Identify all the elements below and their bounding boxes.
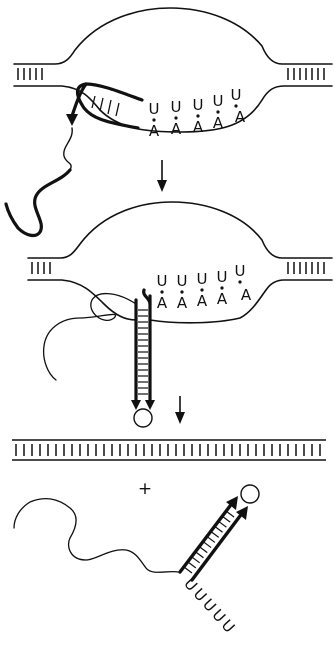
step-arrow-2 bbox=[175, 396, 185, 424]
a-base: A bbox=[149, 122, 160, 140]
panel-2-rna-thin-strand bbox=[44, 294, 136, 380]
panel-3-hairpin-ticks bbox=[184, 511, 234, 573]
a-base: A bbox=[213, 114, 224, 132]
a-base: A bbox=[171, 120, 182, 138]
u-base: U bbox=[213, 92, 224, 110]
panel-1-rna-loop bbox=[64, 128, 72, 170]
a-base: A bbox=[241, 286, 252, 304]
u-base: U bbox=[149, 100, 160, 118]
panel-2-hairpin-formed: U U U U U A A A A A bbox=[28, 202, 332, 427]
panel-3-released-products: + U U U U U bbox=[12, 440, 326, 636]
panel-3-dna-ticks bbox=[16, 444, 320, 456]
panel-3-hairpin-loop bbox=[241, 485, 259, 503]
plus-sign: + bbox=[138, 479, 152, 499]
a-base: A bbox=[197, 292, 208, 310]
panel-2-dna-top-strand bbox=[28, 202, 332, 258]
panel-1-right-ticks bbox=[288, 68, 324, 80]
panel-1-arrowhead bbox=[66, 114, 78, 126]
a-base: A bbox=[217, 290, 228, 308]
a-base: A bbox=[157, 294, 168, 312]
step-arrow-1 bbox=[157, 160, 167, 192]
u-base: U bbox=[193, 96, 204, 114]
a-base: A bbox=[235, 108, 246, 126]
u-base: U bbox=[197, 270, 208, 288]
panel-2-stem-ticks bbox=[138, 310, 148, 394]
u-base: U bbox=[177, 272, 188, 290]
u-base: U bbox=[157, 272, 168, 290]
panel-2-left-ticks bbox=[32, 262, 50, 274]
panel-2-u-bases: U U U U U bbox=[157, 262, 246, 290]
a-base: A bbox=[177, 294, 188, 312]
u-base: U bbox=[235, 262, 246, 280]
panel-3-free-rna bbox=[14, 499, 178, 573]
panel-2-a-bases: A A A A A bbox=[157, 286, 252, 312]
u-base: U bbox=[171, 98, 182, 116]
panel-1-dna-top-strand bbox=[14, 8, 332, 64]
panel-2-right-ticks bbox=[288, 262, 324, 274]
panel-1-rna-tail-bold bbox=[6, 170, 70, 235]
u-base: U bbox=[217, 268, 228, 286]
panel-1-u-bases: U U U U U bbox=[149, 86, 242, 118]
panel-1-left-ticks bbox=[18, 68, 42, 80]
panel-3-u-tail: U U U U U bbox=[180, 575, 238, 637]
u-base: U bbox=[231, 86, 242, 104]
a-base: A bbox=[193, 118, 204, 136]
panel-2-hairpin-loop bbox=[134, 409, 152, 427]
